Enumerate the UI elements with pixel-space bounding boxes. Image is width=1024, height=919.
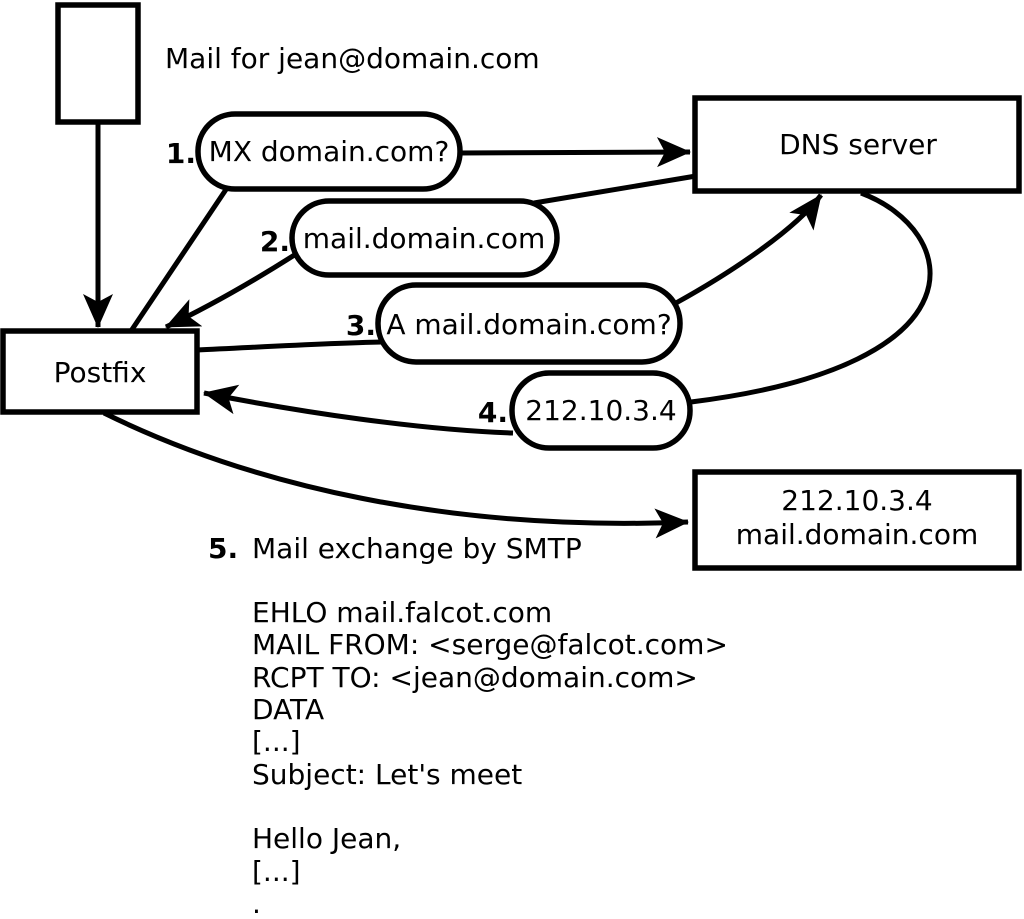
smtp-line: [...]	[252, 725, 301, 758]
line-postfix-to-mx-query	[128, 186, 230, 333]
mail-server-node	[692, 469, 1022, 571]
step-5-number: 5.	[208, 532, 238, 565]
step-3-label: A mail.domain.com?	[386, 308, 671, 341]
step-4-label: 212.10.3.4	[525, 394, 676, 427]
smtp-line: EHLO mail.falcot.com	[252, 596, 552, 629]
dns-server-node	[692, 95, 1022, 194]
step-2-pill	[289, 198, 560, 278]
postfix-label: Postfix	[54, 356, 147, 389]
step-3-number: 3.	[346, 309, 376, 342]
line-dns-to-mx-reply	[533, 173, 697, 206]
arrow-mx-reply-to-postfix	[164, 251, 298, 330]
smtp-line: [...]	[252, 855, 301, 888]
dns-server-label: DNS server	[779, 128, 937, 161]
mail-message-node	[55, 2, 141, 125]
step-4-pill	[509, 370, 693, 451]
step-1-label: MX domain.com?	[209, 135, 450, 168]
step-3-pill	[375, 282, 683, 365]
arrow-a-query-to-dns	[674, 193, 824, 306]
smtp-line: MAIL FROM: <serge@falcot.com>	[252, 628, 728, 661]
step-5-label: Mail exchange by SMTP	[252, 532, 582, 565]
step-1-number: 1.	[166, 137, 196, 170]
arrow-postfix-to-mailserver-smtp	[102, 410, 689, 539]
arrow-mx-query-to-dns	[457, 137, 691, 168]
line-dns-to-a-reply	[690, 190, 933, 405]
step-2-label: mail.domain.com	[303, 222, 545, 255]
step-2-number: 2.	[260, 225, 290, 258]
step-1-pill	[195, 111, 463, 192]
diagram-title: Mail for jean@domain.com	[165, 42, 540, 75]
step-4-number: 4.	[478, 396, 508, 429]
smtp-line: RCPT TO: <jean@domain.com>	[252, 661, 698, 694]
smtp-session-transcript: EHLO mail.falcot.com MAIL FROM: <serge@f…	[252, 596, 728, 919]
mail-server-ip-label: 212.10.3.4	[781, 484, 932, 517]
mail-server-hostname-label: mail.domain.com	[736, 518, 978, 551]
smtp-line: DATA	[252, 693, 324, 726]
smtp-line: Hello Jean,	[252, 822, 401, 855]
line-postfix-to-a-query	[196, 339, 384, 353]
smtp-line: Subject: Let's meet	[252, 758, 522, 791]
smtp-line: .	[252, 887, 261, 919]
arrow-a-reply-to-postfix	[203, 384, 514, 436]
postfix-node	[0, 328, 200, 415]
